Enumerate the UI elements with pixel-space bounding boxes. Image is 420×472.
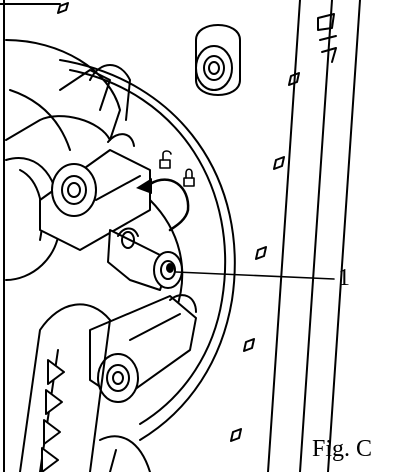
vertical-rail	[267, 0, 361, 472]
curved-rotation-arrow-icon	[136, 178, 190, 232]
callout-leader-line	[175, 271, 335, 280]
callout-number: 1	[338, 265, 350, 291]
lower-bracket	[89, 294, 197, 403]
rail-slot-markers	[57, 2, 300, 442]
top-roller	[195, 24, 241, 96]
figure-caption: Fig. C	[312, 436, 373, 462]
unlocked-padlock-icon	[159, 150, 172, 169]
upper-bracket	[39, 133, 151, 251]
padlock-icon	[183, 168, 195, 187]
rotating-disk	[59, 59, 236, 441]
lock-lever	[107, 227, 183, 291]
blade-guard	[19, 303, 151, 472]
frame-border	[0, 0, 61, 472]
